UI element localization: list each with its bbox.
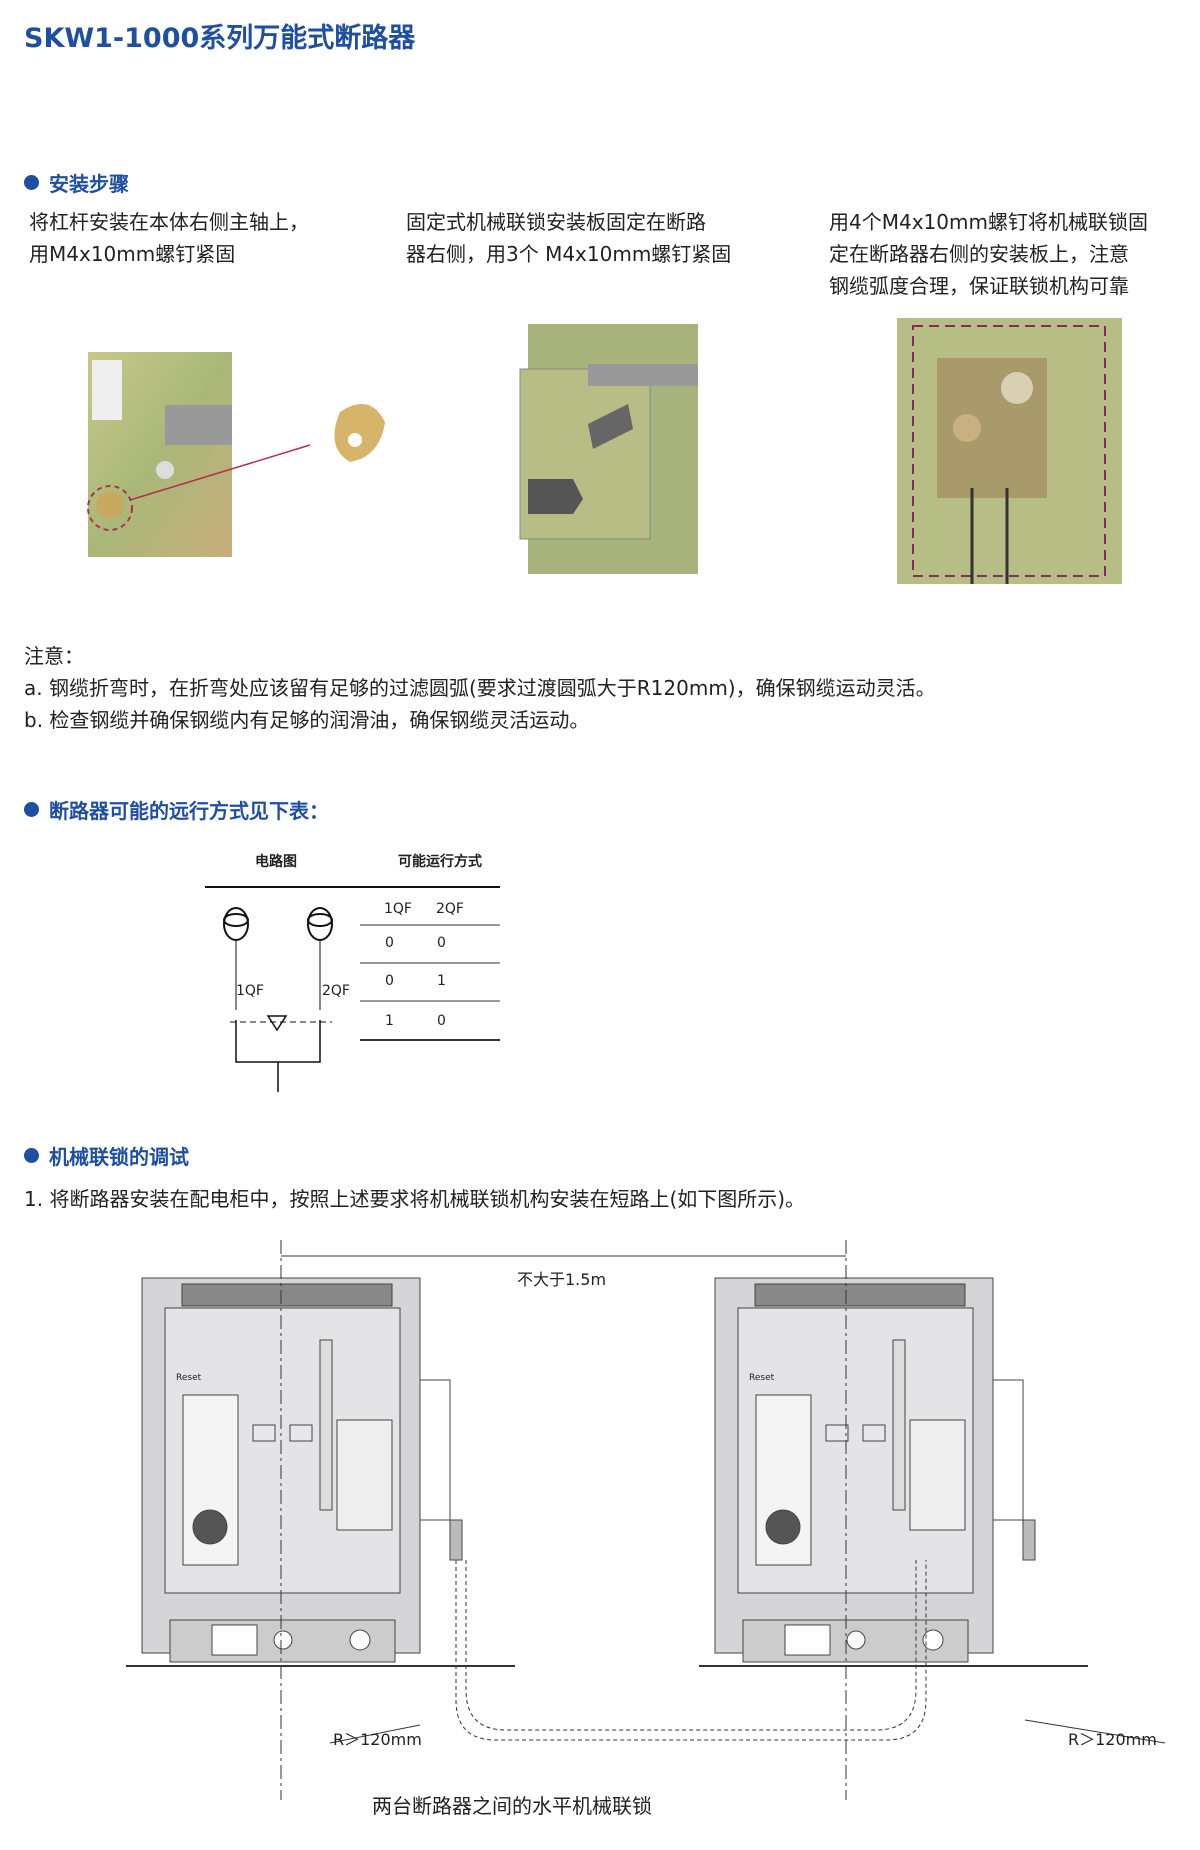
section-modes-heading: 断路器可能的远行方式见下表： — [24, 795, 329, 824]
label-2qf: 2QF — [322, 983, 350, 999]
note-a: a. 钢缆折弯时，在折弯处应该留有足够的过滤圆弧(要求过渡圆弧大于R120mm)… — [24, 676, 936, 700]
radius-right-label: R＞120mm — [1068, 1730, 1157, 1749]
heading-text: 安装步骤 — [49, 172, 129, 196]
table-header: 2QF — [436, 901, 464, 917]
text-line: 用4个M4x10mm螺钉将机械联锁固 — [829, 210, 1148, 234]
notes-heading: 注意： — [24, 644, 84, 668]
table-cell: 1 — [437, 973, 446, 989]
reset-label: Reset — [749, 1373, 775, 1383]
page-title: SKW1-1000系列万能式断路器 — [24, 23, 416, 54]
operation-table: 电路图 可能运行方式 1QF 2QF 1QF 2QF 0 0 0 1 1 0 — [180, 830, 520, 1100]
table-cell: 0 — [385, 935, 394, 951]
reset-label: Reset — [176, 1373, 202, 1383]
text-line: 将杠杆安装在本体右侧主轴上， — [29, 210, 309, 234]
heading-text: 机械联锁的调试 — [49, 1145, 189, 1169]
distance-label: 不大于1.5m — [517, 1270, 607, 1289]
notes: 注意： a. 钢缆折弯时，在折弯处应该留有足够的过滤圆弧(要求过渡圆弧大于R12… — [24, 640, 936, 736]
radius-left-label: R＞120mm — [333, 1730, 422, 1749]
table-cell: 0 — [385, 973, 394, 989]
step-1-text: 将杠杆安装在本体右侧主轴上， 用M4x10mm螺钉紧固 — [29, 206, 309, 270]
text-line: 钢缆弧度合理，保证联锁机构可靠 — [829, 274, 1129, 298]
text-line: 器右侧，用3个 M4x10mm螺钉紧固 — [406, 242, 732, 266]
interlock-drawing — [126, 1240, 1166, 1800]
bullet-icon — [24, 802, 39, 817]
step-1-photo — [87, 352, 385, 557]
section-install-heading: 安装步骤 — [24, 168, 129, 197]
table-cell: 1 — [385, 1013, 394, 1029]
section-adjust-heading: 机械联锁的调试 — [24, 1141, 189, 1170]
heading-text: 断路器可能的远行方式见下表： — [49, 799, 329, 823]
adjust-step-1: 1. 将断路器安装在配电柜中，按照上述要求将机械联锁机构安装在短路上(如下图所示… — [24, 1187, 806, 1211]
col-modes-header: 可能运行方式 — [398, 854, 482, 870]
drawing-caption: 两台断路器之间的水平机械联锁 — [372, 1794, 652, 1818]
table-cell: 0 — [437, 1013, 446, 1029]
label-1qf: 1QF — [236, 983, 264, 999]
step-3-photo — [897, 318, 1122, 584]
bullet-icon — [24, 1148, 39, 1163]
circuit-diagram — [205, 886, 500, 1092]
step-2-text: 固定式机械联锁安装板固定在断路器右侧，用3个 M4x10mm螺钉紧固 — [406, 206, 731, 270]
text-line: 固定式机械联锁安装板固定在断路 — [406, 210, 706, 234]
note-b: b. 检查钢缆并确保钢缆内有足够的润滑油，确保钢缆灵活运动。 — [24, 708, 590, 732]
text-line: 用M4x10mm螺钉紧固 — [29, 242, 236, 266]
step-3-text: 用4个M4x10mm螺钉将机械联锁固定在断路器右侧的安装板上，注意钢缆弧度合理，… — [829, 206, 1148, 302]
table-header: 1QF — [384, 901, 412, 917]
step-2-photo — [519, 324, 698, 574]
bullet-icon — [24, 175, 39, 190]
table-cell: 0 — [437, 935, 446, 951]
text-line: 定在断路器右侧的安装板上，注意 — [829, 242, 1129, 266]
col-circuit-header: 电路图 — [255, 854, 297, 870]
